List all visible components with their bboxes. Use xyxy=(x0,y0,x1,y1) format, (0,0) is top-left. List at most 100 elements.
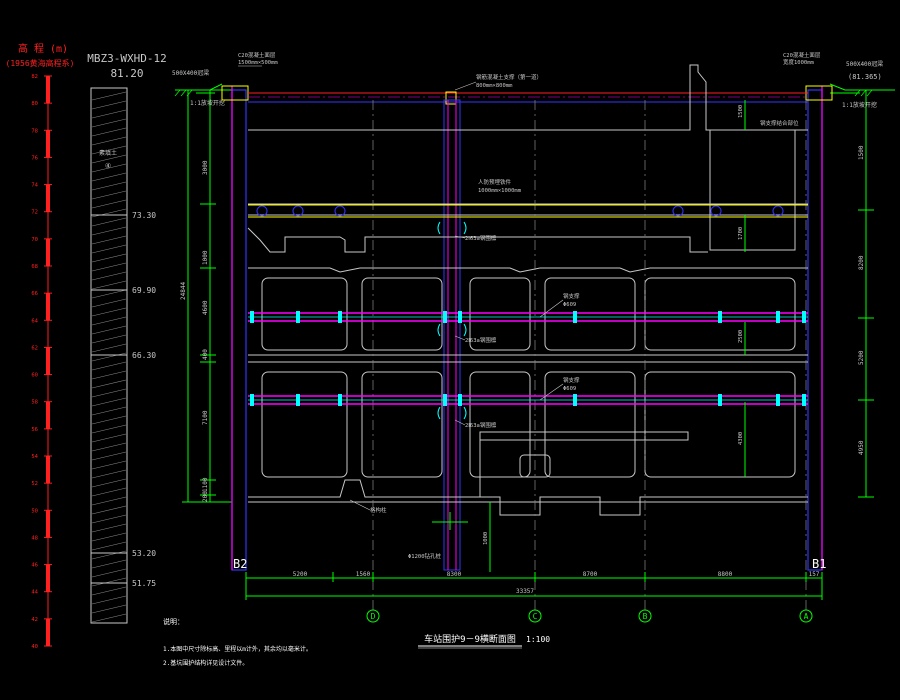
inner-dim-5: 2500 xyxy=(738,330,744,343)
strut-pipe-section xyxy=(772,205,784,217)
strut-joint xyxy=(776,311,780,323)
strut-joint xyxy=(802,394,806,406)
elevation-tick-label: 76 xyxy=(31,155,38,161)
borehole-hatch-line xyxy=(91,172,127,182)
borehole-hatch-line xyxy=(91,91,127,101)
bottom-dim-6: 157 xyxy=(809,571,820,578)
elevation-tick-label: 62 xyxy=(31,345,38,351)
borehole-hatch-line xyxy=(91,451,127,461)
label-b1: B1 xyxy=(812,557,826,571)
borehole-column: MBZ3-WXHD-12 81.20 素填土 ④ 73.30 69.90 66.… xyxy=(87,52,167,624)
left-dim-7: 200 xyxy=(202,491,209,502)
borehole-hatch-line xyxy=(91,280,127,290)
borehole-hatch-line xyxy=(91,397,127,407)
elevation-scale: 高 程 (m) (1956黄海高程系) 82807876747270686664… xyxy=(6,42,75,650)
slab-note: 钢支撑结合部位 xyxy=(760,119,799,127)
borehole-hatch-line xyxy=(91,523,127,533)
strut-joint xyxy=(458,311,462,323)
borehole-hatch-line xyxy=(91,496,127,506)
station-structure xyxy=(247,64,808,516)
right-elevation: (81.365) xyxy=(848,73,882,81)
elevation-bar-segment xyxy=(46,401,50,429)
borehole-hatch-line xyxy=(91,154,127,164)
elevation-tick-label: 74 xyxy=(31,183,38,189)
crown-right-note-2: 宽度1000mm xyxy=(783,58,815,66)
elevation-tick-label: 40 xyxy=(31,644,38,650)
borehole-hatch-line xyxy=(91,424,127,434)
bottom-dim-total: 33357 xyxy=(516,588,534,595)
borehole-hatch-line xyxy=(91,433,127,443)
steel-strut-note-2: 钢支撑 xyxy=(563,376,580,384)
borehole-hatch-line xyxy=(91,145,127,155)
borehole-hatch-line xyxy=(91,118,127,128)
borehole-hatch-line xyxy=(91,163,127,173)
borehole-hatch-line xyxy=(91,217,127,227)
right-tag: 500X400冠梁 xyxy=(846,60,883,68)
borehole-hatch-line xyxy=(91,253,127,263)
ground-surface xyxy=(175,83,895,94)
retaining-pile-right xyxy=(807,89,823,571)
left-dim-4: 400 xyxy=(202,349,209,360)
strut-joint xyxy=(338,394,342,406)
right-dim-4: 4950 xyxy=(858,440,865,455)
left-dim-5: 7100 xyxy=(202,410,209,425)
borehole-layer-1: 素填土 xyxy=(99,149,117,157)
borehole-hatch-line xyxy=(91,262,127,272)
left-dim-1: 3000 xyxy=(202,160,209,175)
borehole-hatch-line xyxy=(91,199,127,209)
strut-joint xyxy=(718,394,722,406)
top-beam-note-2: 800mm×800mm xyxy=(476,83,513,89)
borehole-depth-4: 53.20 xyxy=(132,549,156,558)
internal-dimensions xyxy=(489,100,746,572)
borehole-hatch-line xyxy=(91,226,127,236)
inner-dim-4: 1000 xyxy=(483,532,489,545)
borehole-hatch-line xyxy=(91,181,127,191)
steel-strut-note-1b: Φ609 xyxy=(563,302,576,308)
drawing-scale: 1:100 xyxy=(526,635,550,644)
elevation-tick-label: 58 xyxy=(31,400,38,406)
strut-pipe-section xyxy=(334,205,346,217)
crown-right-note: C20混凝土面层 xyxy=(783,51,821,59)
elevation-tick-label: 44 xyxy=(31,590,38,596)
second-level-strut xyxy=(248,204,808,218)
elevation-tick-label: 48 xyxy=(31,535,38,541)
elevation-tick-label: 46 xyxy=(31,563,38,569)
steel-strut-note-1: 钢支撑 xyxy=(563,292,580,300)
borehole-hatch-line xyxy=(91,568,127,578)
left-dim-2: 1000 xyxy=(202,250,209,265)
strut-joint xyxy=(443,394,447,406)
strut-joint xyxy=(250,394,254,406)
inner-dim-3: 4300 xyxy=(738,432,744,445)
elevation-tick-label: 70 xyxy=(31,237,38,243)
elevation-bar-segment xyxy=(46,184,50,212)
elevation-tick-label: 60 xyxy=(31,373,38,379)
kingpost-column xyxy=(443,99,461,571)
borehole-hatch-line xyxy=(91,379,127,389)
right-slope-note: 1:1放坡开挖 xyxy=(842,101,877,109)
borehole-hatch-line xyxy=(91,487,127,497)
borehole-hatch-line xyxy=(91,577,127,587)
borehole-hatch-line xyxy=(91,208,127,218)
mid-beam-note-2: 1000mm×1000mm xyxy=(478,188,522,194)
bottom-dim-1: 5200 xyxy=(293,571,308,578)
borehole-hatch-line xyxy=(91,361,127,371)
borehole-hatch-line xyxy=(91,109,127,119)
elevation-tick-label: 78 xyxy=(31,128,38,134)
bottom-dimension-chain xyxy=(245,572,823,600)
borehole-hatch-line xyxy=(91,100,127,110)
retaining-pile-left xyxy=(231,89,247,571)
fourth-level-strut xyxy=(248,394,808,406)
left-dimension-chain xyxy=(182,89,232,503)
left-slope-note: 1:1放坡开挖 xyxy=(190,99,225,107)
axis-bubbles xyxy=(366,609,813,623)
elevation-bar-segment xyxy=(46,456,50,484)
borehole-hatch-line xyxy=(91,532,127,542)
top-beam-note: 钢筋混凝土支撑（第一道） xyxy=(476,73,542,81)
strut-pipe-section xyxy=(672,205,684,217)
elevation-bar-segment xyxy=(46,293,50,321)
third-level-strut xyxy=(248,311,808,323)
borehole-hatch-line xyxy=(91,298,127,308)
strut-pipe-section xyxy=(710,205,722,217)
inner-dim-1: 1500 xyxy=(738,105,744,118)
left-tag: 500X400冠梁 xyxy=(172,69,209,77)
